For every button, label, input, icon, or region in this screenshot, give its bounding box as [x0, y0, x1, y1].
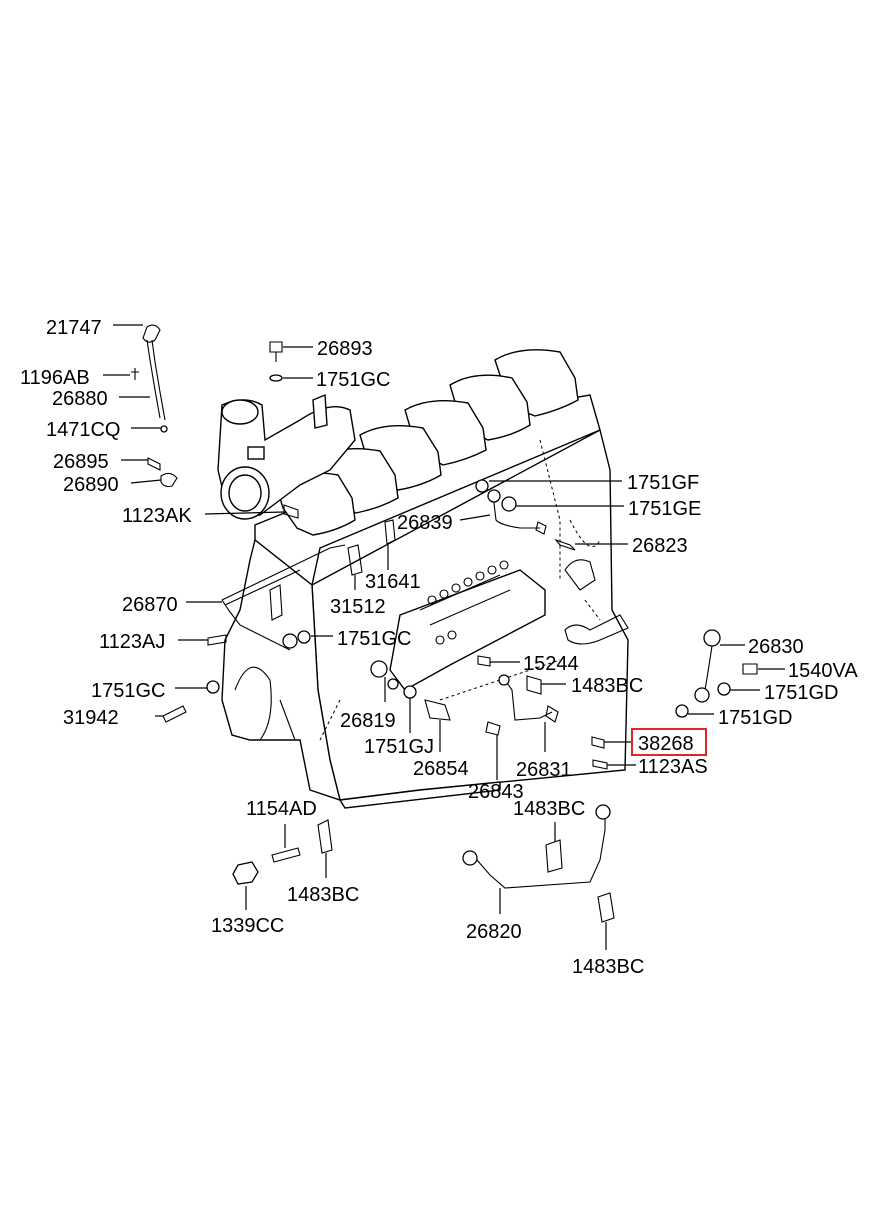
engine-block-drawing	[217, 349, 629, 809]
part-label-1471CQ[interactable]: 1471CQ	[46, 419, 121, 441]
part-label-1123AJ[interactable]: 1123AJ	[99, 631, 165, 653]
part-label-1154AD[interactable]: 1154AD	[246, 798, 317, 820]
part-label-1751GJ[interactable]: 1751GJ	[364, 736, 434, 758]
part-label-1339CC[interactable]: 1339CC	[211, 915, 284, 937]
part-label-26893[interactable]: 26893	[317, 338, 373, 360]
part-label-1751GC-mid[interactable]: 1751GC	[337, 628, 412, 650]
part-label-26854[interactable]: 26854	[413, 758, 469, 780]
part-label-26830[interactable]: 26830	[748, 636, 804, 658]
part-label-31512[interactable]: 31512	[330, 596, 386, 618]
part-label-26843[interactable]: 26843	[468, 781, 524, 803]
loose-parts	[131, 324, 758, 923]
part-label-1751GC-left[interactable]: 1751GC	[91, 680, 166, 702]
part-label-26831[interactable]: 26831	[516, 759, 572, 781]
part-label-21747[interactable]: 21747	[46, 317, 102, 339]
part-label-26820[interactable]: 26820	[466, 921, 522, 943]
part-label-26823[interactable]: 26823	[632, 535, 688, 557]
part-label-1751GD-a[interactable]: 1751GD	[764, 682, 839, 704]
leader-lines	[103, 324, 785, 950]
part-label-26890[interactable]: 26890	[63, 474, 119, 496]
part-label-1196AB[interactable]: 1196AB	[20, 367, 90, 389]
part-label-1751GE[interactable]: 1751GE	[628, 498, 701, 520]
part-label-1483BC-d[interactable]: 1483BC	[572, 956, 644, 978]
part-label-1483BC-c[interactable]: 1483BC	[513, 798, 585, 820]
part-label-38268[interactable]: 38268	[638, 733, 694, 755]
highlight-box-38268	[631, 728, 707, 756]
part-label-1751GD-b[interactable]: 1751GD	[718, 707, 793, 729]
part-label-1123AK[interactable]: 1123AK	[122, 505, 192, 527]
part-label-31641[interactable]: 31641	[365, 571, 421, 593]
part-label-1540VA[interactable]: 1540VA	[788, 660, 858, 682]
part-labels: 21747 1196AB 26880 1471CQ 26895 26890 11…	[20, 317, 858, 978]
injection-pump	[389, 560, 546, 691]
part-label-1483BC-a[interactable]: 1483BC	[571, 675, 643, 697]
turbocharger	[217, 393, 356, 520]
engine-lower-skirt	[338, 781, 501, 809]
part-label-26839[interactable]: 26839	[397, 512, 453, 534]
part-label-26895[interactable]: 26895	[53, 451, 109, 473]
part-label-31942[interactable]: 31942	[63, 707, 119, 729]
part-label-26870[interactable]: 26870	[122, 594, 178, 616]
engine-front-face	[221, 538, 341, 802]
part-label-1483BC-b[interactable]: 1483BC	[287, 884, 359, 906]
crank-pulley-outline	[234, 666, 296, 741]
part-label-1751GF[interactable]: 1751GF	[627, 472, 699, 494]
part-label-15244[interactable]: 15244	[523, 653, 579, 675]
part-label-1123AS[interactable]: 1123AS	[638, 756, 708, 778]
oil-gauge-tube-26870	[221, 544, 346, 651]
block-casting-detail	[319, 439, 601, 741]
part-label-1751GC-top[interactable]: 1751GC	[316, 369, 391, 391]
part-label-26880[interactable]: 26880	[52, 388, 108, 410]
part-label-26819[interactable]: 26819	[340, 710, 396, 732]
